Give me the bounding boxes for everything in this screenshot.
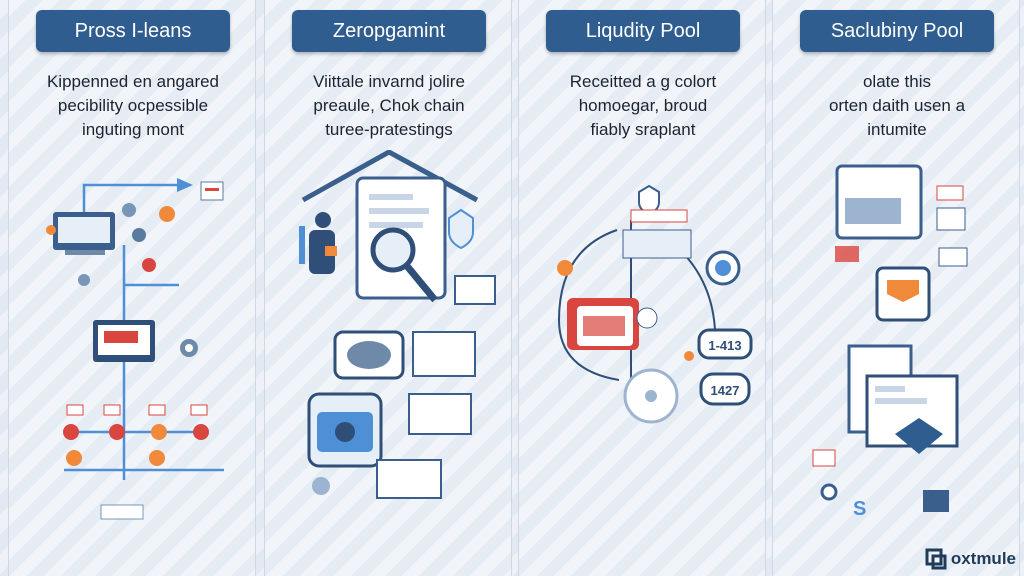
- badge-icon: [66, 404, 208, 416]
- box-icon: [875, 266, 931, 322]
- node-icon: [46, 203, 175, 286]
- label-box: [835, 246, 859, 262]
- desc-line: intumite: [867, 120, 927, 139]
- vault-icon: [623, 368, 679, 424]
- desc-line: Receitted a g colort: [569, 72, 717, 91]
- flow-line: [82, 183, 179, 212]
- brand-logo: oxtmule: [925, 548, 1016, 570]
- desc-line: Kippenned en angared: [46, 72, 220, 91]
- vault-icon: [333, 330, 405, 380]
- box-icon: [622, 229, 692, 259]
- coin-icon: [705, 250, 741, 286]
- screen-icon: [408, 393, 472, 435]
- logo-text: oxtmule: [950, 549, 1016, 568]
- screen-icon: [923, 490, 949, 512]
- document-icon: [847, 344, 959, 448]
- laptop-icon: [53, 212, 115, 255]
- label-box: [630, 209, 688, 223]
- gear-icon: [312, 477, 330, 495]
- badge-value: 1-413: [708, 338, 741, 353]
- desc-line: olate this: [862, 72, 932, 91]
- value-badge: 1-413: [697, 328, 753, 360]
- wallet-icon: [567, 298, 639, 350]
- screen-icon: [454, 275, 496, 305]
- node-icon: [636, 307, 658, 329]
- arrow-icon: [177, 178, 193, 192]
- person-icon: [299, 212, 337, 274]
- svg-text:S: S: [853, 498, 866, 520]
- panel-description: olate this orten daith usen a intumite: [781, 70, 1013, 142]
- desc-line: pecibility ocpessible: [57, 96, 209, 115]
- pool-illustration: 1-413 1427: [557, 184, 753, 424]
- panel-liquidity-pool: Liqudity Pool Receitted a g colort homoe…: [518, 0, 766, 576]
- node-icon: [820, 483, 838, 501]
- panel-description: Receitted a g colort homoegar, broud fia…: [527, 70, 759, 142]
- desc-line: turee-pratestings: [325, 120, 453, 139]
- node-icon: [684, 351, 694, 361]
- shield-icon: [895, 418, 943, 454]
- desc-line: orten daith usen a: [828, 96, 966, 115]
- screen-icon: [376, 459, 442, 499]
- coin-icon: [63, 424, 209, 466]
- panel-description: Kippenned en angared pecibility ocpessib…: [17, 70, 249, 142]
- panel-description: Viittale invarnd jolire preaule, Chok ch…: [273, 70, 505, 142]
- pool-security-illustration: S: [812, 164, 968, 520]
- panel-title: Saclubiny Pool: [800, 10, 994, 52]
- label-box: [812, 449, 836, 467]
- desc-line: preaule, Chok chain: [313, 96, 465, 115]
- label-box: [100, 504, 144, 520]
- flow-illustration: [46, 178, 224, 520]
- badge-value: 1427: [711, 383, 740, 398]
- logo-icon: [925, 548, 947, 570]
- security-illustration: [299, 150, 496, 499]
- screen-icon: [938, 247, 968, 267]
- desc-line: Viittale invarnd jolire: [313, 72, 465, 91]
- magnifier-icon: [370, 227, 438, 303]
- panel-cross-chain: Pross I-leans Kippenned en angared pecib…: [8, 0, 256, 576]
- desc-line: fiably sraplant: [590, 120, 696, 139]
- gear-icon: [180, 339, 198, 357]
- doc-icon: [200, 181, 224, 201]
- flow-line: [557, 229, 620, 381]
- shield-icon: [448, 208, 474, 250]
- safe-icon: [307, 392, 383, 468]
- panel-title: Pross I-leans: [36, 10, 230, 52]
- value-badge: 1427: [699, 372, 751, 406]
- desc-line: inguting mont: [81, 120, 185, 139]
- panel-title: Liqudity Pool: [546, 10, 740, 52]
- monitor-icon: [93, 320, 155, 362]
- desc-line: homoegar, broud: [578, 96, 708, 115]
- panel-security-pool: Saclubiny Pool olate this orten daith us…: [772, 0, 1020, 576]
- doc-icon: [936, 185, 966, 231]
- panel-title: Zeropgamint: [292, 10, 486, 52]
- screen-icon: [412, 331, 476, 377]
- panel-zero-knowledge: Zeropgamint Viittale invarnd jolire prea…: [264, 0, 512, 576]
- monitor-icon: [835, 164, 923, 240]
- coin-icon: [557, 260, 573, 276]
